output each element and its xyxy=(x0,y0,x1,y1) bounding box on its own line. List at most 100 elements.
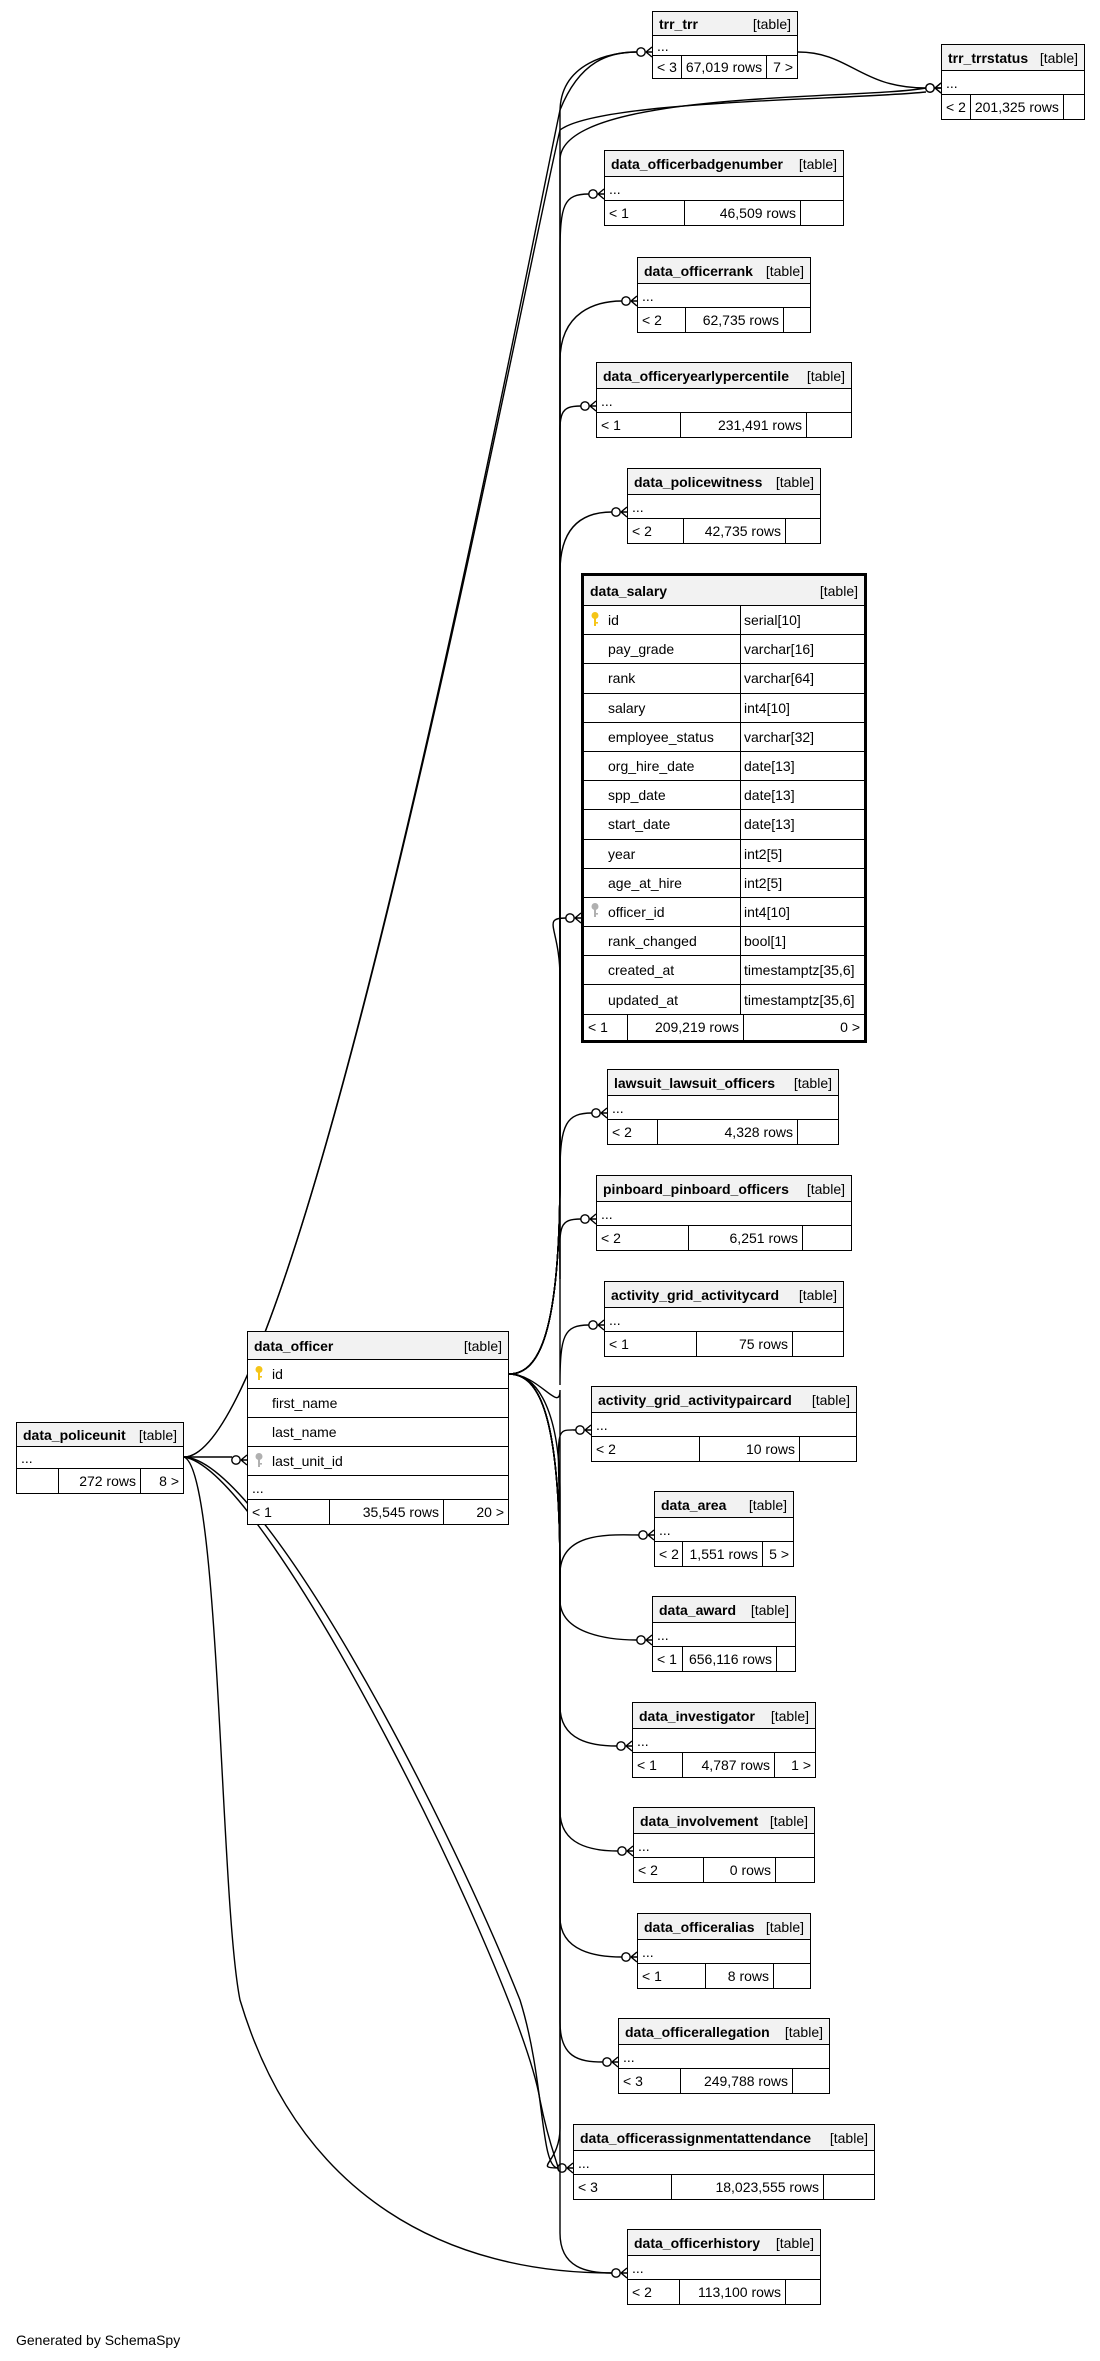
parent-count[interactable]: < 2 xyxy=(638,308,686,332)
column-name: salary xyxy=(584,694,740,722)
edge-officer-badgenumber-end-icon xyxy=(588,188,605,200)
parent-count[interactable]: < 2 xyxy=(942,95,971,119)
table-type: [table] xyxy=(784,2023,823,2040)
parent-count[interactable]: < 1 xyxy=(638,1964,706,1988)
column-type: date[13] xyxy=(740,810,864,839)
child-count[interactable] xyxy=(774,1964,810,1988)
child-count[interactable]: 5 > xyxy=(769,1546,789,1562)
child-count[interactable] xyxy=(786,519,820,543)
parent-count[interactable]: < 1 xyxy=(584,1014,628,1040)
parent-count[interactable]: < 2 xyxy=(597,1226,689,1250)
ellipsis: ... xyxy=(657,37,669,54)
child-count[interactable]: 0 > xyxy=(840,1019,860,1036)
foreign-key-icon xyxy=(252,1452,266,1471)
table-type: [table] xyxy=(1039,49,1078,66)
table-pinboard_pinboard_officers[interactable]: pinboard_pinboard_officers[table] ... < … xyxy=(596,1175,852,1251)
child-count[interactable] xyxy=(786,2280,820,2304)
parent-count[interactable]: < 3 xyxy=(574,2175,672,2199)
row-count: 113,100 rows xyxy=(680,2280,786,2304)
row-count: 4,787 rows xyxy=(683,1753,775,1777)
child-count[interactable] xyxy=(784,308,810,332)
child-count[interactable]: 20 > xyxy=(476,1504,504,1520)
parent-count[interactable]: < 1 xyxy=(605,201,685,225)
row-count: 6,251 rows xyxy=(689,1226,803,1250)
parent-count[interactable]: < 1 xyxy=(605,1332,697,1356)
child-count[interactable] xyxy=(793,2069,829,2093)
parent-count[interactable]: < 2 xyxy=(592,1437,700,1461)
child-count[interactable] xyxy=(798,1120,838,1144)
child-count[interactable]: 7 > xyxy=(773,59,793,75)
child-count[interactable] xyxy=(803,1226,851,1250)
parent-count[interactable]: < 1 xyxy=(248,1500,330,1524)
child-count[interactable]: 1 > xyxy=(791,1757,811,1773)
column-label: org_hire_date xyxy=(608,758,695,775)
parent-count[interactable]: < 1 xyxy=(597,413,681,437)
ellipsis-row: ... xyxy=(638,1940,810,1964)
edge-officer-allegation xyxy=(508,1373,604,2063)
edge-officer-history-end-icon xyxy=(611,2267,628,2279)
column-label: id xyxy=(608,612,619,629)
column-type: date[13] xyxy=(740,751,864,781)
row-count: 10 rows xyxy=(700,1437,800,1461)
child-count[interactable]: 8 > xyxy=(159,1473,179,1489)
parent-count[interactable]: < 2 xyxy=(634,1858,704,1882)
parent-count[interactable]: < 2 xyxy=(628,2280,680,2304)
child-count[interactable] xyxy=(801,201,843,225)
table-data_officerassignmentattendance[interactable]: data_officerassignmentattendance[table] … xyxy=(573,2124,875,2200)
ellipsis: ... xyxy=(252,1479,264,1496)
row-count: 46,509 rows xyxy=(685,201,801,225)
parent-count[interactable]: < 2 xyxy=(608,1120,658,1144)
parent-count[interactable]: < 3 xyxy=(619,2069,681,2093)
parent-count[interactable]: < 2 xyxy=(655,1542,683,1566)
edge-officer-pinboard xyxy=(508,1173,582,1375)
child-count[interactable] xyxy=(824,2175,874,2199)
column-name: id xyxy=(584,606,740,634)
child-count[interactable] xyxy=(793,1332,843,1356)
table-header: data_officerbadgenumber[table] xyxy=(605,151,843,177)
child-count[interactable] xyxy=(807,413,851,437)
table-activity_grid_activitypaircard[interactable]: activity_grid_activitypaircard[table] ..… xyxy=(591,1386,857,1462)
parent-count[interactable]: < 1 xyxy=(633,1753,683,1777)
parent-count[interactable] xyxy=(17,1469,59,1493)
table-name: activity_grid_activitycard xyxy=(611,1286,780,1303)
ellipsis: ... xyxy=(642,1943,654,1960)
table-data_officeryearlypercentile[interactable]: data_officeryearlypercentile[table] ... … xyxy=(596,362,852,438)
child-count[interactable] xyxy=(776,1858,814,1882)
parent-count[interactable]: < 1 xyxy=(653,1647,683,1671)
column-type: int2[5] xyxy=(740,839,864,868)
column-label: first_name xyxy=(272,1395,338,1411)
child-count[interactable] xyxy=(800,1437,856,1461)
child-count[interactable] xyxy=(777,1647,795,1671)
edge-policeunit-officer-end-icon xyxy=(231,1454,248,1466)
row-count: 209,219 rows xyxy=(628,1014,744,1040)
table-activity_grid_activitycard[interactable]: activity_grid_activitycard[table] ... < … xyxy=(604,1281,844,1357)
parent-count[interactable]: < 2 xyxy=(628,519,684,543)
parent-count[interactable]: < 3 xyxy=(653,56,682,78)
child-count[interactable] xyxy=(1064,95,1084,119)
row-count: 249,788 rows xyxy=(681,2069,793,2093)
